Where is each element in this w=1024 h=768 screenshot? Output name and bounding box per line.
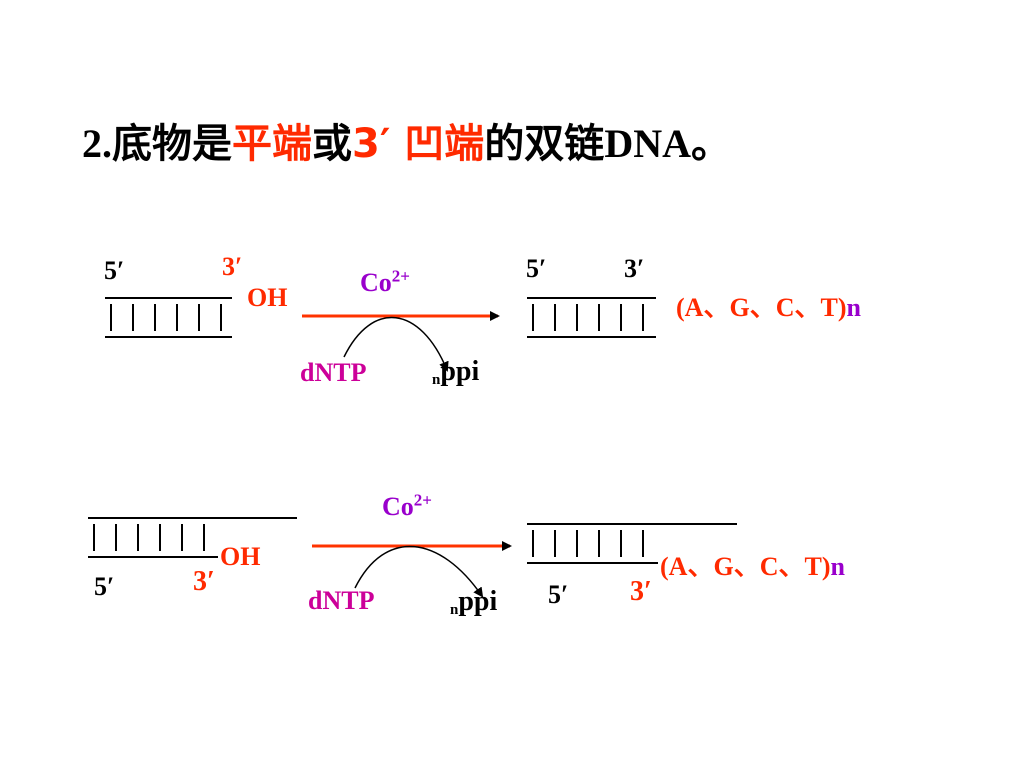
d1-right-5prime-label: 5′ bbox=[526, 254, 547, 283]
d2-right-5prime-label: 5′ bbox=[548, 580, 569, 609]
title-part2: 或 bbox=[312, 121, 352, 167]
d1-ppi-label: nppi bbox=[432, 356, 479, 396]
d2-product-g: G bbox=[713, 552, 734, 581]
d1-product-label: (A、G、C、T)n bbox=[676, 293, 861, 323]
d1-left-5prime-label: 5′ bbox=[104, 256, 125, 285]
d1-product-close: ) bbox=[837, 293, 847, 322]
d2-cofactor-charge: 2+ bbox=[413, 490, 432, 510]
d2-left-dna-duplex bbox=[88, 517, 297, 558]
d2-ppi-text: ppi bbox=[458, 586, 498, 617]
d2-oh-label: OH bbox=[220, 542, 261, 571]
d2-ppi-label: nppi bbox=[450, 586, 497, 626]
d2-cofactor-label: Co2+ bbox=[382, 490, 432, 522]
title-part1: 底物是 bbox=[112, 121, 232, 167]
title-prefix: 2. bbox=[82, 121, 112, 166]
title-highlight-recessed-end: 3′ 凹端 bbox=[352, 121, 485, 167]
d2-product-close: ) bbox=[821, 552, 831, 581]
d2-right-dna-duplex bbox=[527, 523, 737, 564]
d1-product-n: n bbox=[846, 293, 861, 322]
d1-product-a: A bbox=[684, 293, 704, 322]
d1-right-dna-duplex bbox=[527, 297, 656, 338]
d1-dntp-label: dNTP bbox=[300, 358, 367, 387]
d2-product-t: T bbox=[804, 552, 822, 581]
d2-left-3prime-label: 3′ bbox=[193, 566, 215, 597]
d1-product-g: G bbox=[729, 293, 750, 322]
d2-product-a: A bbox=[668, 552, 688, 581]
d1-cofactor-label: Co2+ bbox=[360, 266, 410, 298]
title-highlight-blunt-end: 平端 bbox=[232, 121, 312, 167]
d2-cofactor-symbol: Co bbox=[382, 492, 414, 521]
d1-ppi-text: ppi bbox=[440, 356, 480, 387]
d1-product-c: C bbox=[775, 293, 795, 322]
d1-product-sep2: 、 bbox=[749, 293, 776, 323]
d2-product-c: C bbox=[759, 552, 779, 581]
d2-dntp-label: dNTP bbox=[308, 586, 375, 615]
d2-product-sep2: 、 bbox=[733, 552, 760, 582]
title-part3: 的双链 bbox=[484, 121, 605, 167]
d1-left-3prime-label: 3′ bbox=[222, 252, 243, 281]
title-dna: DNA bbox=[604, 121, 691, 166]
d2-product-sep1: 、 bbox=[687, 552, 714, 582]
title-period: 。 bbox=[690, 121, 731, 167]
d1-cofactor-symbol: Co bbox=[360, 268, 392, 297]
d2-curved-arrow bbox=[354, 545, 484, 598]
d1-oh-label: OH bbox=[247, 283, 288, 312]
d1-left-dna-duplex bbox=[105, 297, 232, 338]
d1-product-sep1: 、 bbox=[703, 293, 730, 323]
d1-product-open: ( bbox=[676, 293, 685, 322]
d1-product-sep3: 、 bbox=[794, 293, 821, 323]
d1-curved-arrow bbox=[343, 316, 449, 372]
d1-right-3prime-label: 3′ bbox=[624, 254, 645, 283]
d2-product-n: n bbox=[830, 552, 845, 581]
d2-ppi-subscript: n bbox=[450, 602, 459, 618]
d1-product-t: T bbox=[820, 293, 838, 322]
d2-left-5prime-label: 5′ bbox=[94, 572, 115, 601]
page-title: 2.底物是平端或3′ 凹端的双链DNA。 bbox=[82, 118, 731, 170]
d1-cofactor-charge: 2+ bbox=[391, 266, 410, 286]
d2-product-open: ( bbox=[660, 552, 669, 581]
d2-right-3prime-label: 3′ bbox=[630, 576, 652, 607]
d2-product-sep3: 、 bbox=[778, 552, 805, 582]
d2-product-label: (A、G、C、T)n bbox=[660, 552, 845, 582]
d1-ppi-subscript: n bbox=[432, 372, 441, 388]
